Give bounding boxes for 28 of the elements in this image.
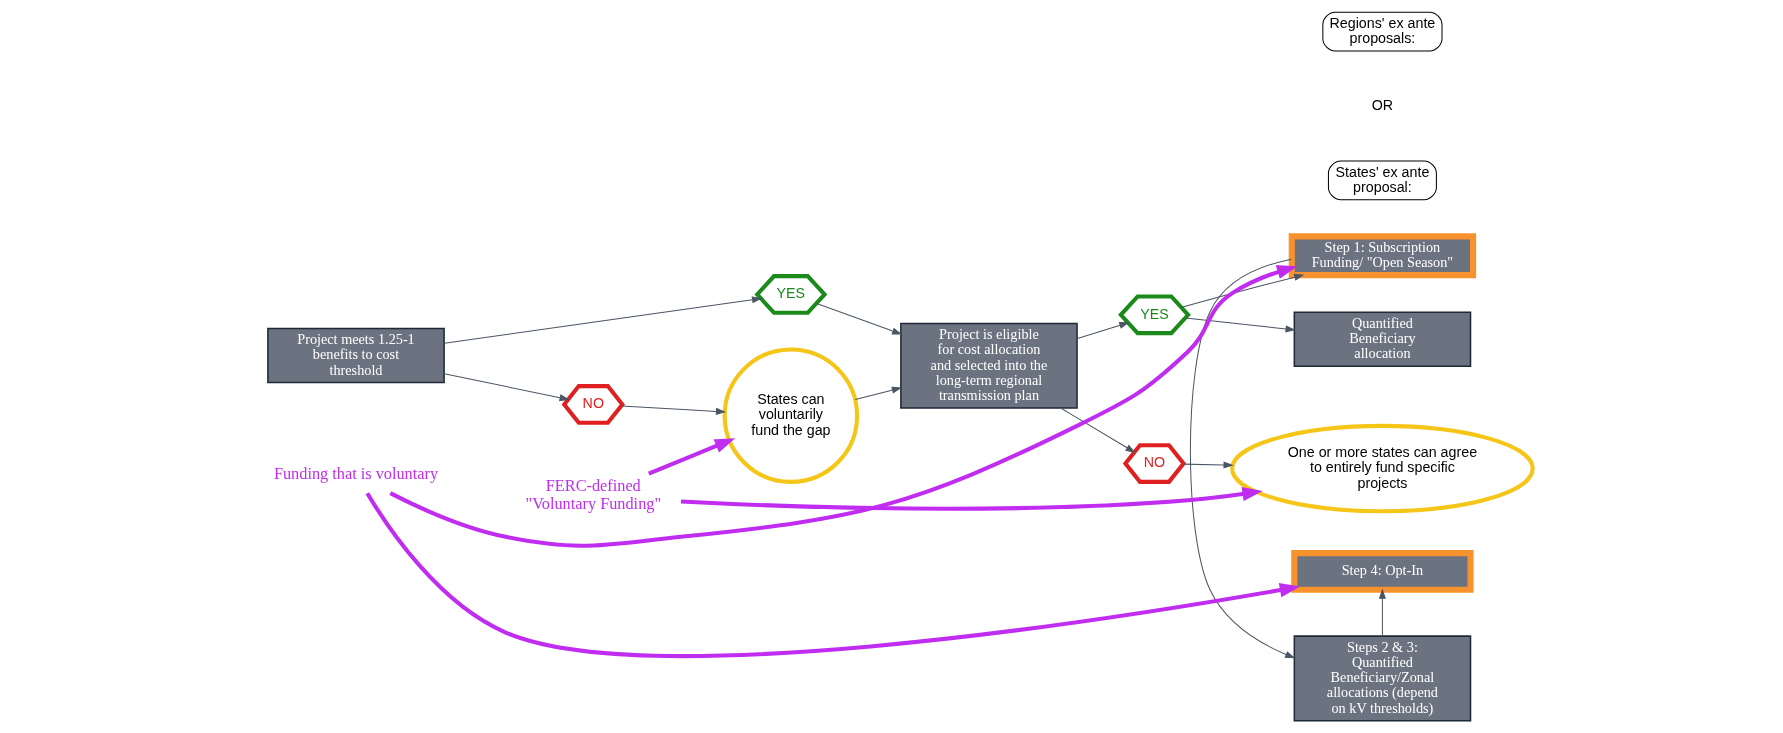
node-circle: States can voluntarily fund the gap bbox=[722, 347, 860, 484]
arrow bbox=[816, 302, 903, 335]
node-box: Step 4: Opt-In bbox=[1291, 550, 1474, 593]
arrow bbox=[1182, 461, 1234, 469]
arrow bbox=[389, 265, 1298, 548]
arrow bbox=[680, 486, 1263, 511]
arrow bbox=[443, 296, 763, 344]
arrow bbox=[648, 438, 736, 476]
node-box: Quantified Beneficiary allocation bbox=[1293, 311, 1472, 367]
arrow bbox=[854, 386, 902, 400]
arrow bbox=[1189, 258, 1296, 659]
arrow bbox=[1181, 273, 1305, 308]
node-box: Project is eligible for cost allocation and selected into the long-term regional transmission plan bbox=[900, 322, 1078, 409]
node-box: Regions' ex ante proposals: bbox=[1322, 11, 1443, 52]
label: OR bbox=[1371, 96, 1394, 113]
node-box: States' ex ante proposal: bbox=[1327, 160, 1437, 201]
arrow bbox=[1378, 588, 1386, 637]
node-text: Funding that is voluntary bbox=[273, 463, 439, 483]
node-ellipse: One or more states can agree to entirely fund specific projects bbox=[1230, 423, 1535, 514]
arrow bbox=[365, 492, 1301, 658]
arrow bbox=[443, 373, 570, 402]
arrow bbox=[621, 405, 727, 415]
arrow bbox=[1060, 407, 1136, 453]
arrow bbox=[1076, 321, 1130, 339]
node-text: FERC-defined "Voluntary Funding" bbox=[525, 475, 662, 514]
node-box: Steps 2 & 3: Quantified Beneficiary/Zonal allocations (depend on kV thresholds) bbox=[1293, 635, 1472, 722]
arrow bbox=[1185, 317, 1296, 333]
node-box: Project meets 1.25-1 benefits to cost threshold bbox=[267, 327, 445, 384]
